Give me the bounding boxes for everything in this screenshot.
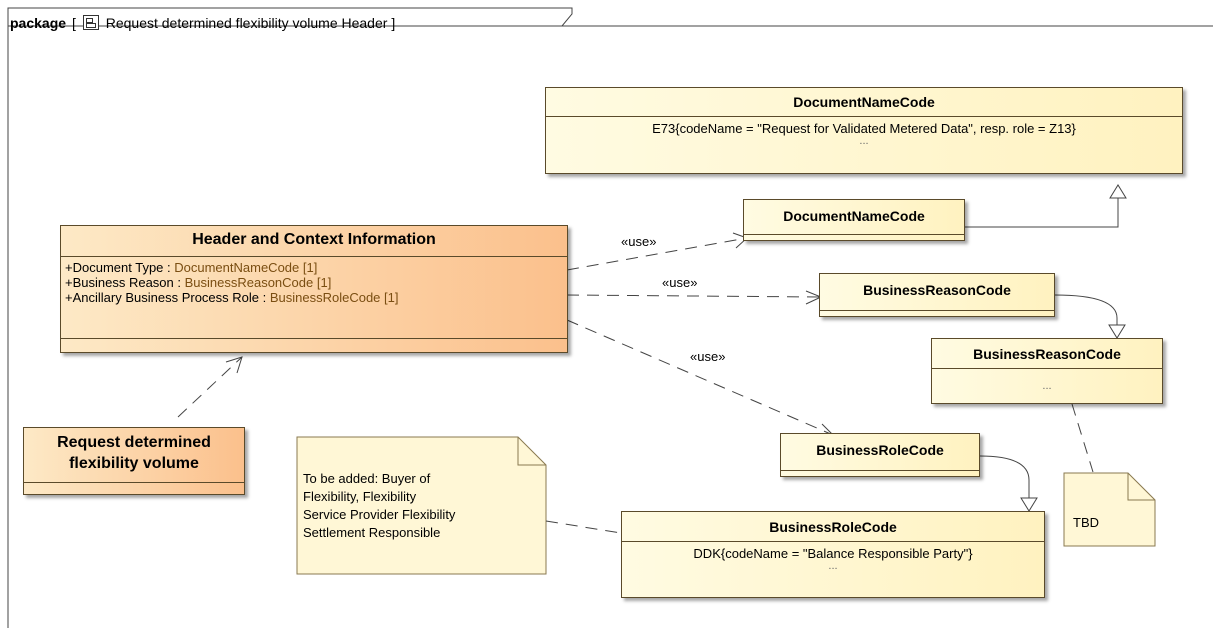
generalization-role bbox=[979, 455, 1030, 498]
business-reason-code-enum[interactable]: BusinessReasonCode ... bbox=[931, 338, 1163, 404]
class-title: Header and Context Information bbox=[192, 231, 436, 248]
attribute-compartment: +Document Type : DocumentNameCode [1] +B… bbox=[61, 257, 567, 334]
attribute-business-reason[interactable]: +Business Reason : BusinessReasonCode [1… bbox=[65, 275, 332, 290]
package-frame-label: package [ Request determined flexibility … bbox=[10, 15, 395, 31]
note-added-fold bbox=[517, 437, 546, 466]
attribute-document-type[interactable]: +Document Type : DocumentNameCode [1] bbox=[65, 260, 318, 275]
enum-more: ... bbox=[828, 560, 838, 572]
note-tbd-fold bbox=[1127, 473, 1155, 501]
note-anchor-tbd bbox=[1071, 403, 1094, 473]
enum-more: ... bbox=[1042, 380, 1052, 392]
request-flexibility-class[interactable]: Request determined flexibility volume bbox=[23, 427, 245, 495]
package-frame-tab bbox=[7, 7, 573, 27]
note-added-shape bbox=[296, 436, 547, 575]
class-title: Request determined flexibility volume bbox=[57, 434, 211, 472]
class-title: DocumentNameCode bbox=[783, 208, 925, 224]
enum-title: DocumentNameCode bbox=[793, 94, 935, 110]
attribute-business-role[interactable]: +Ancillary Business Process Role : Busin… bbox=[65, 290, 399, 305]
document-name-code-ref[interactable]: DocumentNameCode bbox=[743, 199, 965, 241]
enum-literal: DDK{codeName = "Balance Responsible Part… bbox=[693, 546, 973, 561]
use-stereotype-label: «use» bbox=[662, 275, 698, 290]
frame-close-bracket: ] bbox=[391, 15, 396, 31]
arrowhead bbox=[225, 356, 243, 374]
note-tbd[interactable]: TBD bbox=[1073, 515, 1099, 530]
frame-keyword: package bbox=[10, 15, 67, 31]
header-context-class[interactable]: Header and Context Information +Document… bbox=[60, 225, 568, 353]
generalization-arrow bbox=[1020, 497, 1038, 512]
generalization-arrow bbox=[1108, 324, 1126, 339]
frame-open-bracket: [ bbox=[72, 15, 76, 31]
enum-title: BusinessReasonCode bbox=[973, 346, 1121, 362]
use-dependency-document bbox=[566, 237, 748, 271]
enum-literal: E73{codeName = "Request for Validated Me… bbox=[652, 121, 1076, 136]
note-tbd-shape bbox=[1063, 472, 1156, 547]
use-dependency-reason bbox=[566, 294, 822, 298]
generalization-reason bbox=[1054, 294, 1118, 325]
note-anchor-added bbox=[545, 520, 622, 534]
class-title: BusinessReasonCode bbox=[863, 282, 1011, 298]
enum-title: BusinessRoleCode bbox=[769, 519, 897, 535]
use-stereotype-label: «use» bbox=[690, 349, 726, 364]
frame-title: Request determined flexibility volume He… bbox=[105, 15, 388, 31]
use-dependency-role bbox=[566, 319, 834, 436]
use-stereotype-label: «use» bbox=[621, 234, 657, 249]
enum-more: ... bbox=[859, 135, 869, 147]
generalization-document bbox=[965, 198, 1119, 228]
business-role-code-ref[interactable]: BusinessRoleCode bbox=[780, 433, 980, 477]
class-title: BusinessRoleCode bbox=[816, 442, 944, 458]
note-to-be-added[interactable]: To be added: Buyer of Flexibility, Flexi… bbox=[303, 471, 456, 540]
business-reason-code-ref[interactable]: BusinessReasonCode bbox=[819, 273, 1055, 317]
generalization-arrow bbox=[1109, 184, 1127, 199]
business-role-code-enum[interactable]: BusinessRoleCode DDK{codeName = "Balance… bbox=[621, 511, 1045, 598]
package-diagram-icon bbox=[82, 15, 99, 30]
document-name-code-enum[interactable]: DocumentNameCode E73{codeName = "Request… bbox=[545, 87, 1183, 174]
dependency-request-header bbox=[177, 356, 243, 418]
